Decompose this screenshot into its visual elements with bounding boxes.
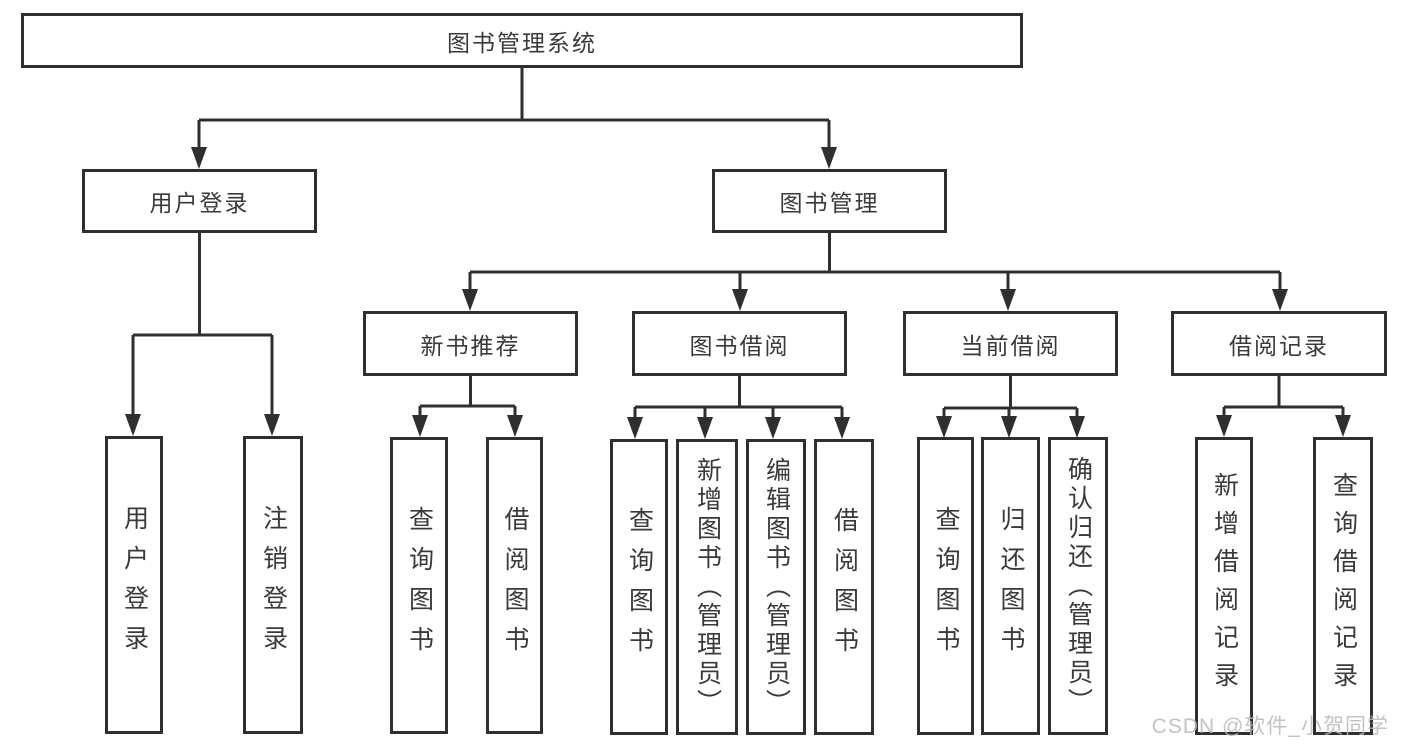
node-book-management-label: 图书管理: [779, 190, 880, 216]
leaf-add-book-admin-label: 新增图书（管理员）: [693, 456, 722, 718]
leaf-confirm-return-admin-label: 确认归还（管理员）: [1064, 455, 1093, 717]
node-book-borrow-label: 图书借阅: [689, 332, 790, 359]
leaf-return-books: 归还图书: [981, 437, 1040, 735]
leaf-query-borrow-record-label: 查询借阅记录: [1329, 472, 1358, 700]
node-borrow-records-label: 借阅记录: [1229, 332, 1329, 359]
leaf-return-books-label: 归还图书: [997, 506, 1025, 666]
leaf-borrow-books-2: 借阅图书: [814, 439, 874, 735]
node-root-label: 图书管理系统: [447, 29, 597, 56]
leaf-query-books-2-label: 查询图书: [625, 507, 654, 667]
leaf-borrow-books-2-label: 借阅图书: [830, 507, 859, 667]
leaf-borrow-books-1: 借阅图书: [486, 437, 543, 734]
node-book-management: 图书管理: [712, 169, 947, 233]
leaf-query-books-3: 查询图书: [917, 437, 974, 735]
leaf-edit-book-admin-label: 编辑图书（管理员）: [762, 456, 791, 718]
leaf-user-login: 用户登录: [105, 436, 163, 734]
leaf-add-book-admin: 新增图书（管理员）: [676, 439, 738, 735]
leaf-query-borrow-record: 查询借阅记录: [1313, 437, 1373, 735]
node-new-book-recommend: 新书推荐: [363, 311, 578, 376]
leaf-add-borrow-record-label: 新增借阅记录: [1210, 472, 1239, 700]
node-user-login-label: 用户登录: [149, 190, 250, 216]
leaf-query-books-2: 查询图书: [610, 439, 668, 735]
leaf-add-borrow-record: 新增借阅记录: [1195, 437, 1253, 735]
leaf-query-books-1-label: 查询图书: [405, 505, 434, 666]
arrow-heads: [125, 147, 1351, 439]
csdn-watermark: CSDN @软件_小贺同学: [1151, 715, 1389, 738]
leaf-edit-book-admin: 编辑图书（管理员）: [746, 439, 806, 735]
leaf-query-books-3-label: 查询图书: [932, 506, 960, 666]
leaf-logout: 注销登录: [243, 436, 303, 734]
node-current-borrow: 当前借阅: [903, 311, 1118, 376]
leaf-user-login-label: 用户登录: [120, 505, 149, 665]
node-user-login: 用户登录: [82, 169, 317, 233]
leaf-query-books-1: 查询图书: [390, 437, 448, 734]
node-current-borrow-label: 当前借阅: [960, 332, 1061, 359]
node-borrow-records: 借阅记录: [1171, 311, 1387, 376]
leaf-logout-label: 注销登录: [259, 505, 288, 665]
leaf-borrow-books-1-label: 借阅图书: [501, 505, 529, 666]
node-new-book-recommend-label: 新书推荐: [420, 332, 521, 359]
node-book-borrow: 图书借阅: [632, 311, 847, 376]
node-root-library-system: 图书管理系统: [21, 13, 1023, 68]
leaf-confirm-return-admin: 确认归还（管理员）: [1048, 437, 1108, 735]
